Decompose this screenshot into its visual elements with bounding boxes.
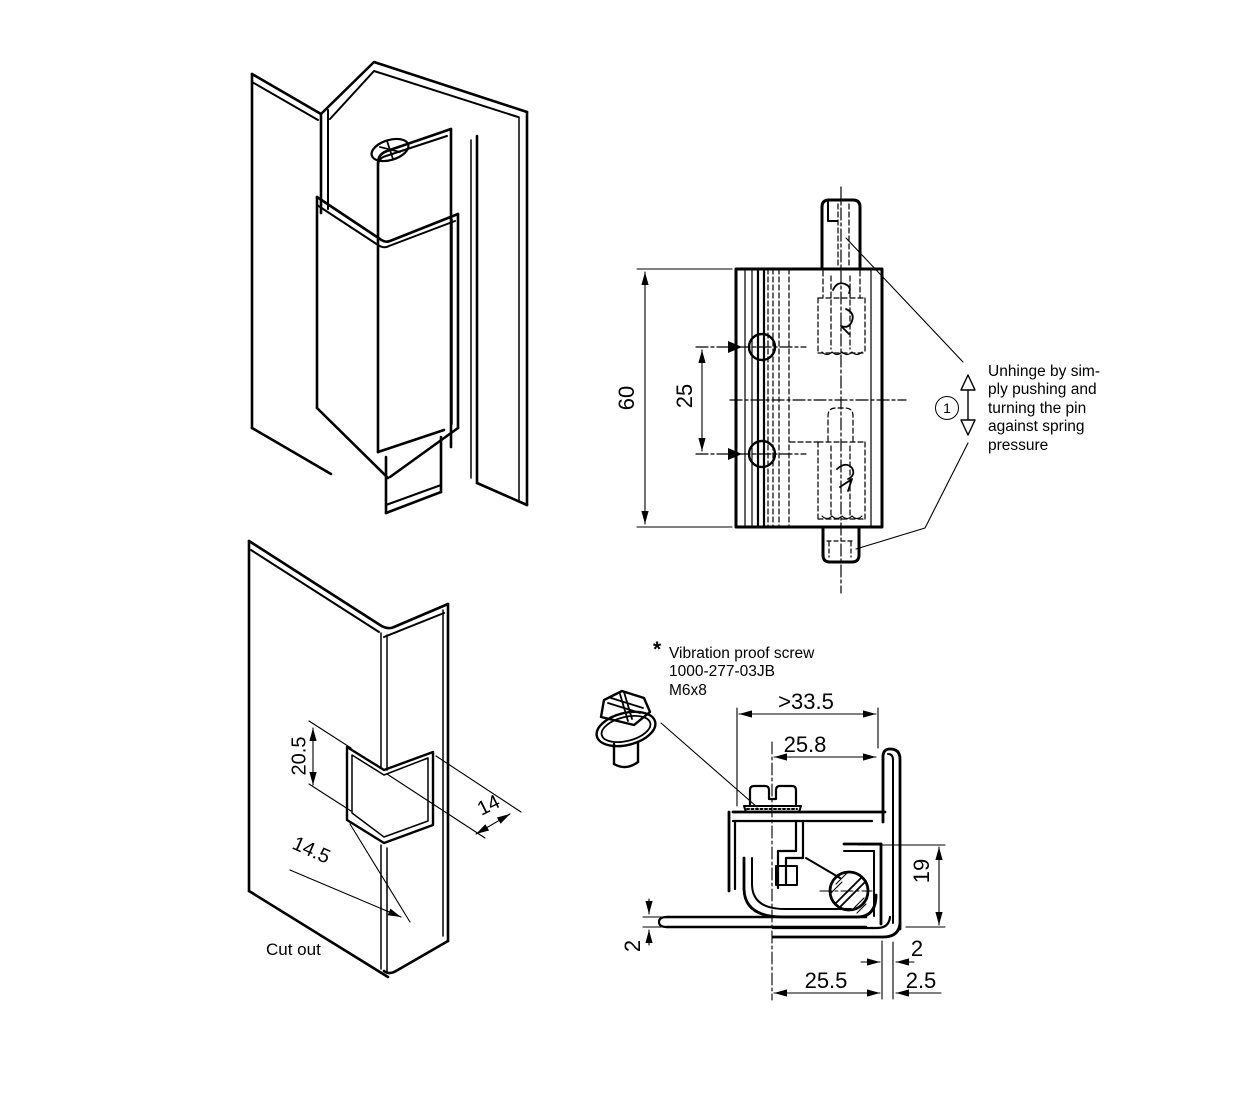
vibration-screw-note-line: Vibration proof screw (669, 645, 815, 662)
door-panel-section (881, 747, 902, 931)
unhinge-note-line: turning the pin (988, 399, 1087, 417)
screw-on-bracket (743, 784, 802, 813)
front-elevation-view (636, 186, 976, 594)
cutout-dimensions (289, 720, 522, 923)
hinge-pin-top (820, 198, 862, 271)
vibration-screw-note-line: 1000-277-03JB (669, 663, 775, 681)
footnote-star: * (653, 638, 662, 661)
dim-frame-thickness: 2 (620, 939, 645, 953)
hinge-screw-top-icon (370, 137, 410, 163)
cutout-iso-view (247, 539, 522, 979)
unhinge-note-line: against spring (988, 418, 1085, 436)
dim-door-thickness: 2 (910, 936, 924, 961)
dim-depth: 25.5 (804, 968, 848, 993)
cutout-caption: Cut out (266, 940, 321, 959)
assembled-iso-view (250, 60, 529, 515)
vibration-screw-note-line: M6x8 (669, 681, 707, 699)
section-view (595, 689, 946, 1001)
dim-gap: 2.5 (905, 968, 937, 993)
dim-body-height: 60 (614, 385, 639, 411)
dim-hole-pitch: 25 (672, 383, 697, 409)
unhinge-note-line: Unhinge by sim- (988, 363, 1100, 380)
vibration-proof-screw-icon (595, 689, 657, 769)
section-view-dimensions (660, 707, 946, 1000)
hidden-spring-slot-bottom (789, 407, 866, 520)
hinge-body-outline (734, 267, 884, 529)
push-pull-arrow-icon (960, 374, 976, 436)
dim-leaf-height: 19 (909, 858, 934, 884)
front-view-dimensions (636, 237, 969, 550)
unhinge-note-line: pressure (988, 436, 1049, 454)
frame-panel-section (665, 915, 868, 929)
unhinge-note-line: ply pushing and (988, 381, 1097, 399)
callout-1-badge: 1 (935, 396, 959, 420)
vibration-screw-note: Vibration proof screw 1000-277-03JB M6x8 (669, 645, 814, 700)
unhinge-note: Unhinge by sim- ply pushing and turning … (988, 363, 1100, 455)
dim-min-width: >33.5 (778, 689, 834, 714)
cutout-opening (345, 745, 435, 845)
dim-screw-offset: 25.8 (783, 732, 827, 757)
dim-cutout-height: 20.5 (288, 736, 311, 776)
